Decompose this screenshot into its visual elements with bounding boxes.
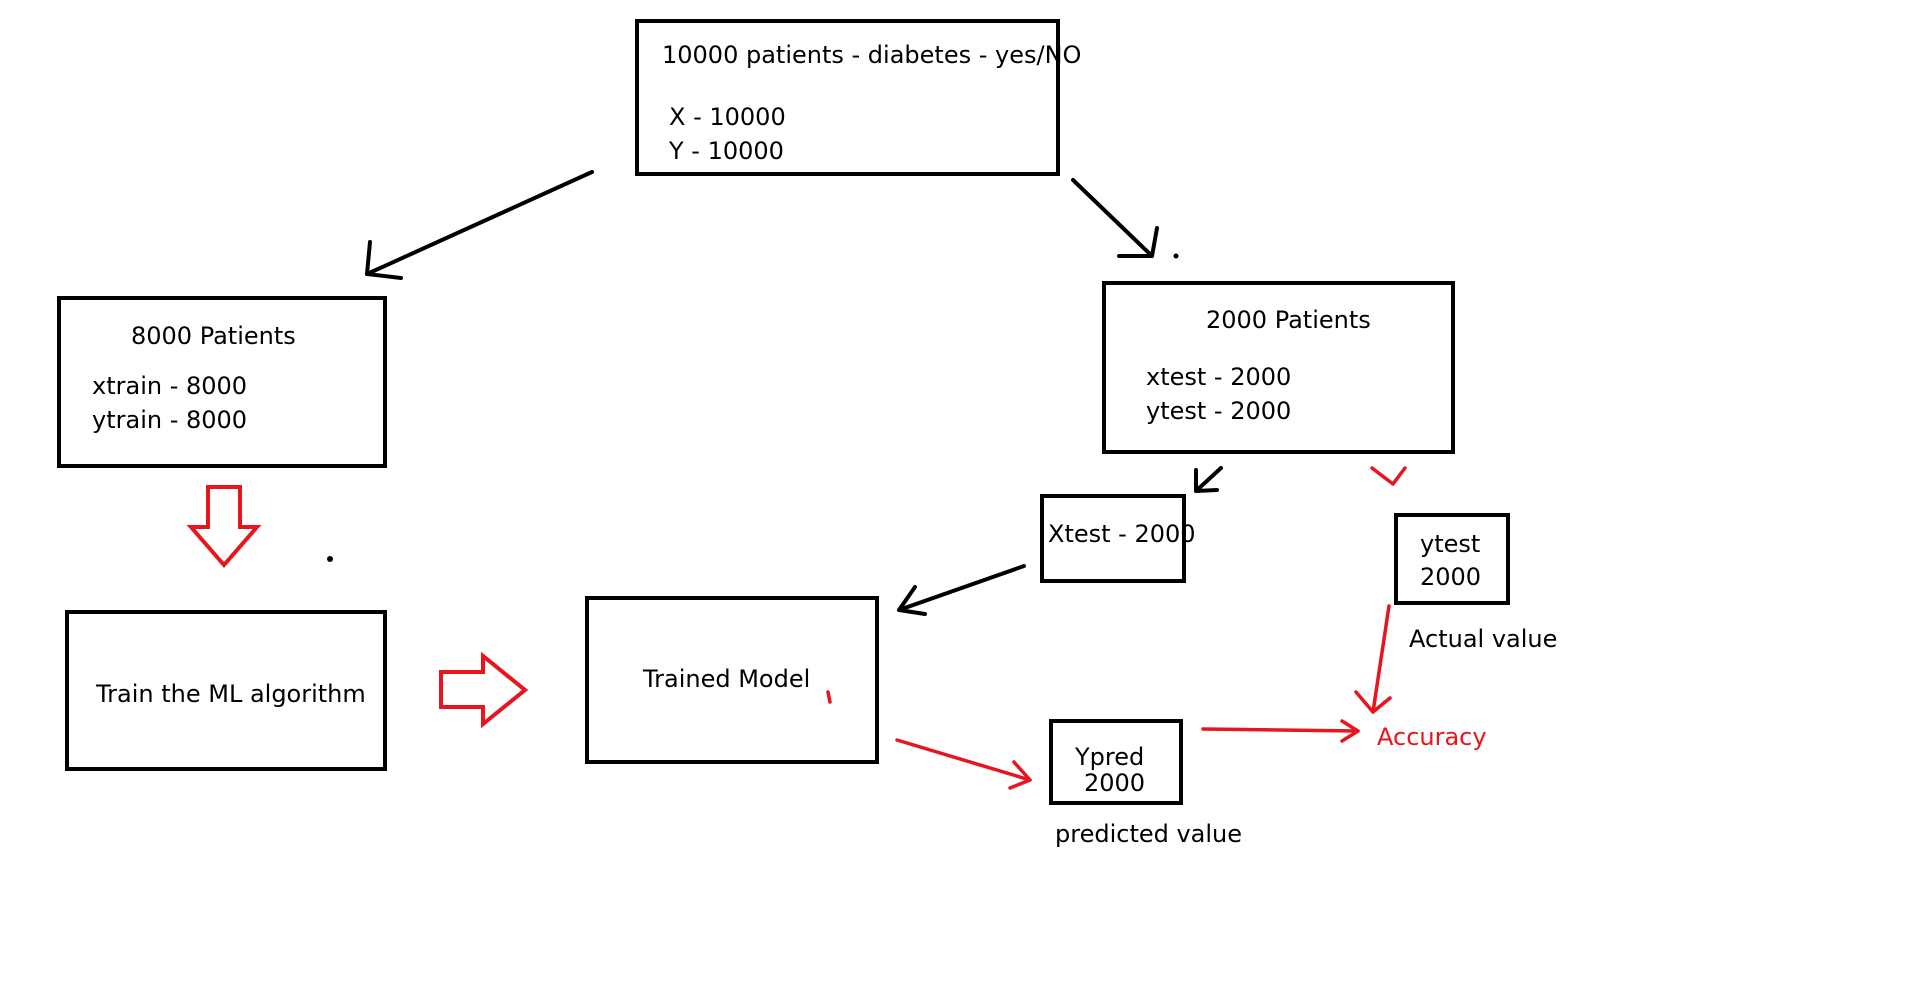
arrow-ytest-to-accuracy-shaft bbox=[1371, 604, 1391, 714]
ytest-box-border bbox=[1394, 513, 1510, 605]
stray-dot bbox=[1173, 253, 1179, 259]
train-set-box-title: 8000 Patients bbox=[131, 322, 296, 350]
train-set-box-ytrain: ytrain - 8000 bbox=[92, 406, 247, 434]
dataset-box: 10000 patients - diabetes - yes/NO X - 1… bbox=[635, 19, 1081, 176]
test-set-box-border bbox=[1102, 281, 1455, 454]
arrow-model-to-ypred bbox=[895, 738, 1032, 790]
arrow-dataset-to-train-shaft bbox=[365, 170, 594, 276]
train-algorithm-box-label: Train the ML algorithm bbox=[95, 680, 366, 708]
test-set-box-xtest: xtest - 2000 bbox=[1146, 363, 1291, 391]
trained-model-box: Trained Model bbox=[585, 596, 879, 764]
actual-value-label: Actual value bbox=[1409, 625, 1557, 653]
arrow-ypred-to-accuracy-shaft bbox=[1201, 727, 1360, 733]
trained-model-box-label: Trained Model bbox=[642, 665, 810, 693]
test-set-box-ytest: ytest - 2000 bbox=[1146, 397, 1291, 425]
arrow-dataset-to-train bbox=[365, 170, 594, 280]
train-algorithm-box: Train the ML algorithm bbox=[65, 610, 387, 771]
arrow-test-to-ytest bbox=[1370, 466, 1407, 486]
arrow-test-to-ytest-head bbox=[1370, 466, 1407, 486]
arrow-dataset-to-test bbox=[1071, 178, 1159, 258]
arrow-ytest-to-accuracy-head bbox=[1354, 690, 1392, 714]
xtest-box: Xtest - 2000 bbox=[1040, 494, 1196, 583]
xtest-box-border bbox=[1040, 494, 1186, 583]
train-set-box-border bbox=[57, 296, 387, 468]
ytest-box-line1: ytest bbox=[1420, 530, 1480, 558]
arrow-xtest-to-model bbox=[897, 564, 1026, 616]
block-arrow-algorithm-to-model bbox=[439, 651, 529, 729]
dataset-box-title: 10000 patients - diabetes - yes/NO bbox=[662, 41, 1081, 69]
test-set-box: 2000 Patients xtest - 2000 ytest - 2000 bbox=[1102, 281, 1455, 454]
accuracy-label: Accuracy bbox=[1377, 723, 1487, 751]
train-algorithm-box-border bbox=[65, 610, 387, 771]
block-arrow-train-to-algorithm bbox=[186, 485, 262, 569]
predicted-value-label: predicted value bbox=[1055, 820, 1242, 848]
dataset-box-y-count: Y - 10000 bbox=[668, 137, 784, 165]
arrow-ypred-to-accuracy-head bbox=[1340, 719, 1360, 743]
arrow-ypred-to-accuracy bbox=[1201, 719, 1360, 743]
ypred-box-line1: Ypred bbox=[1074, 743, 1144, 771]
ypred-box-line2: 2000 bbox=[1084, 769, 1145, 797]
arrow-test-to-xtest-head bbox=[1194, 468, 1219, 493]
arrow-model-to-ypred-head bbox=[1008, 760, 1032, 790]
arrow-xtest-to-model-head bbox=[897, 585, 927, 616]
arrow-test-to-xtest-shaft bbox=[1194, 466, 1223, 493]
dataset-box-border bbox=[635, 19, 1060, 176]
arrow-dataset-to-test-head bbox=[1117, 226, 1159, 258]
arrow-ytest-to-accuracy bbox=[1354, 604, 1392, 714]
ypred-box: Ypred 2000 bbox=[1049, 719, 1183, 805]
dataset-box-x-count: X - 10000 bbox=[669, 103, 786, 131]
stray-dot bbox=[327, 556, 333, 562]
ytest-box: ytest 2000 bbox=[1394, 513, 1510, 605]
ypred-box-border bbox=[1049, 719, 1183, 805]
test-set-box-title: 2000 Patients bbox=[1206, 306, 1371, 334]
train-set-box-xtrain: xtrain - 8000 bbox=[92, 372, 247, 400]
arrow-test-to-xtest bbox=[1194, 466, 1223, 493]
train-set-box: 8000 Patients xtrain - 8000 ytrain - 800… bbox=[57, 296, 387, 468]
red-tick-mark bbox=[826, 690, 832, 704]
ytest-box-line2: 2000 bbox=[1420, 563, 1481, 591]
xtest-box-label: Xtest - 2000 bbox=[1048, 520, 1196, 548]
arrow-dataset-to-train-head bbox=[365, 240, 403, 280]
arrow-dataset-to-test-shaft bbox=[1071, 178, 1154, 258]
trained-model-box-border bbox=[585, 596, 879, 764]
arrow-model-to-ypred-shaft bbox=[895, 738, 1032, 782]
arrow-xtest-to-model-shaft bbox=[897, 564, 1026, 612]
